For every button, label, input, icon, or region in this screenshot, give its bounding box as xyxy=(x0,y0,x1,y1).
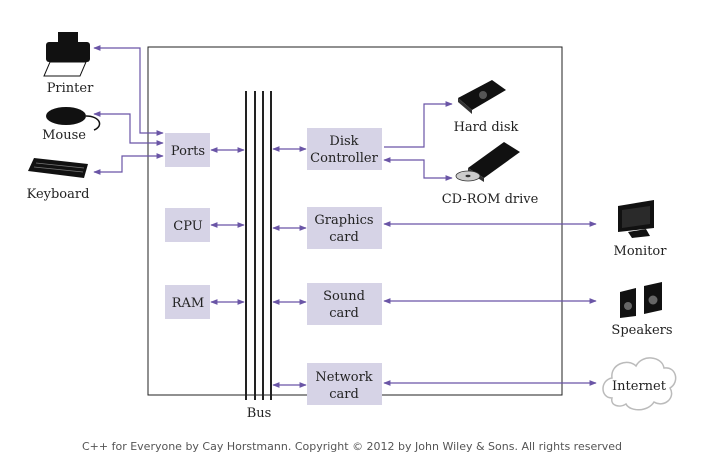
internet-label: Internet xyxy=(612,379,667,394)
network-card-label-line2: card xyxy=(329,387,359,402)
disk-connections xyxy=(383,101,453,181)
ports-box: Ports xyxy=(165,133,210,167)
ram-box: RAM xyxy=(165,285,210,319)
mouse-icon xyxy=(46,107,101,131)
bus-connections xyxy=(210,146,307,388)
disk-controller-label-line2: Controller xyxy=(310,151,378,166)
sound-card-label-line2: card xyxy=(329,306,359,321)
cdrom-drive-label: CD-ROM drive xyxy=(442,192,539,207)
hard-disk-icon xyxy=(458,80,506,114)
bus-lines xyxy=(245,91,272,400)
monitor-icon xyxy=(618,200,654,238)
external-connections xyxy=(383,221,597,386)
graphics-card-box: Graphics card xyxy=(307,207,382,249)
monitor-label: Monitor xyxy=(614,244,668,259)
port-connections xyxy=(93,45,164,175)
cpu-label: CPU xyxy=(173,219,202,234)
hard-disk-label: Hard disk xyxy=(454,120,519,135)
speakers-icon xyxy=(620,282,662,318)
graphics-card-label-line2: card xyxy=(329,230,359,245)
printer-icon xyxy=(43,32,90,77)
graphics-card-label-line1: Graphics xyxy=(314,213,373,228)
sound-card-box: Sound card xyxy=(307,283,382,325)
ports-label: Ports xyxy=(171,144,205,159)
network-card-label-line1: Network xyxy=(315,370,372,385)
printer-label: Printer xyxy=(47,81,94,96)
speakers-label: Speakers xyxy=(611,323,672,338)
keyboard-label: Keyboard xyxy=(27,187,90,202)
disk-controller-box: Disk Controller xyxy=(307,128,382,170)
keyboard-icon xyxy=(28,158,88,178)
cdrom-drive-icon xyxy=(455,142,520,182)
ram-label: RAM xyxy=(172,296,205,311)
copyright-caption: C++ for Everyone by Cay Horstmann. Copyr… xyxy=(81,440,622,453)
bus-label: Bus xyxy=(247,406,272,421)
cpu-box: CPU xyxy=(165,208,210,242)
mouse-label: Mouse xyxy=(42,128,86,143)
computer-architecture-diagram: Bus Ports CPU RAM Disk Controller Graphi… xyxy=(27,32,677,421)
disk-controller-label-line1: Disk xyxy=(329,134,358,149)
network-card-box: Network card xyxy=(307,363,382,405)
sound-card-label-line1: Sound xyxy=(323,289,365,304)
internet-cloud-icon xyxy=(602,357,677,411)
